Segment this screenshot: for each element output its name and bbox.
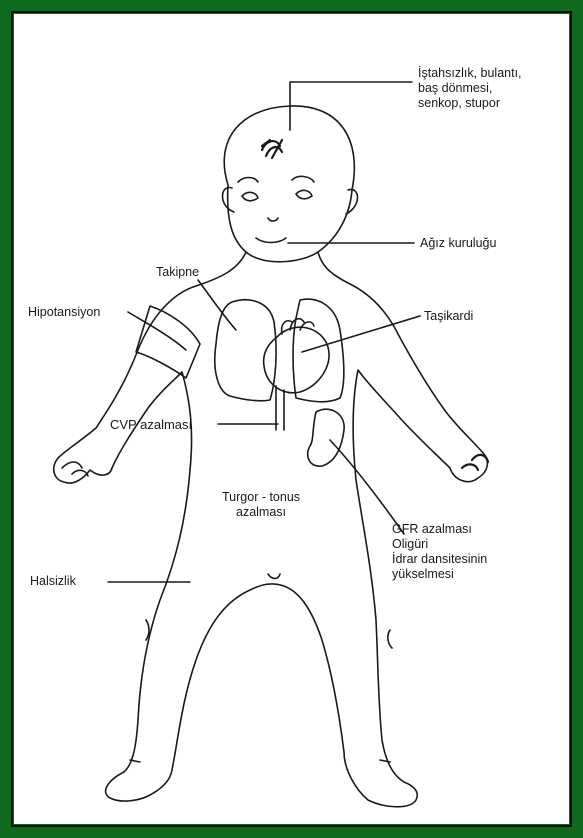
label-gfr-line3: İdrar dansitesinin <box>392 552 487 567</box>
leader-hypotension <box>128 312 186 350</box>
heart-vessels <box>282 319 314 334</box>
label-gfr-line1: GFR azalması <box>392 522 487 537</box>
label-turgor-group: Turgor - tonus azalması <box>222 490 300 520</box>
label-appetite-line3: senkop, stupor <box>418 96 522 111</box>
label-gfr-line2: Oligüri <box>392 537 487 552</box>
hair-tuft <box>262 140 282 158</box>
nose <box>268 218 278 221</box>
label-weakness: Halsizlik <box>30 574 76 589</box>
right-brow <box>292 176 314 182</box>
leader-tachypnea <box>198 280 236 330</box>
left-eye <box>242 192 258 200</box>
label-turgor-line2: azalması <box>222 505 300 520</box>
label-gfr-group: GFR azalması Oligüri İdrar dansitesinin … <box>392 522 487 582</box>
right-eye <box>296 190 312 198</box>
left-hand-fingers <box>62 462 88 476</box>
label-cvp: CVP azalması <box>110 417 192 432</box>
label-hypotension: Hipotansiyon <box>28 305 100 320</box>
label-appetite-group: İştahsızlık, bulantı, baş dönmesi, senko… <box>418 66 522 111</box>
leader-appetite <box>290 82 412 130</box>
right-knee-line <box>388 630 392 648</box>
right-ankle-line <box>380 760 390 762</box>
left-brow <box>238 178 258 183</box>
mouth <box>256 238 286 243</box>
leader-gfr <box>330 440 404 534</box>
bp-cuff <box>136 306 200 378</box>
label-gfr-line4: yükselmesi <box>392 567 487 582</box>
label-tachypnea: Takipne <box>156 265 199 280</box>
label-tachycardia: Taşikardi <box>424 309 473 324</box>
kidney <box>308 409 345 466</box>
label-appetite-line2: baş dönmesi, <box>418 81 522 96</box>
right-hand-fingers <box>462 455 488 470</box>
navel <box>268 574 280 579</box>
label-turgor-line1: Turgor - tonus <box>222 490 300 505</box>
label-dry-mouth: Ağız kuruluğu <box>420 236 496 251</box>
right-lung <box>293 299 344 402</box>
label-appetite-line1: İştahsızlık, bulantı, <box>418 66 522 81</box>
